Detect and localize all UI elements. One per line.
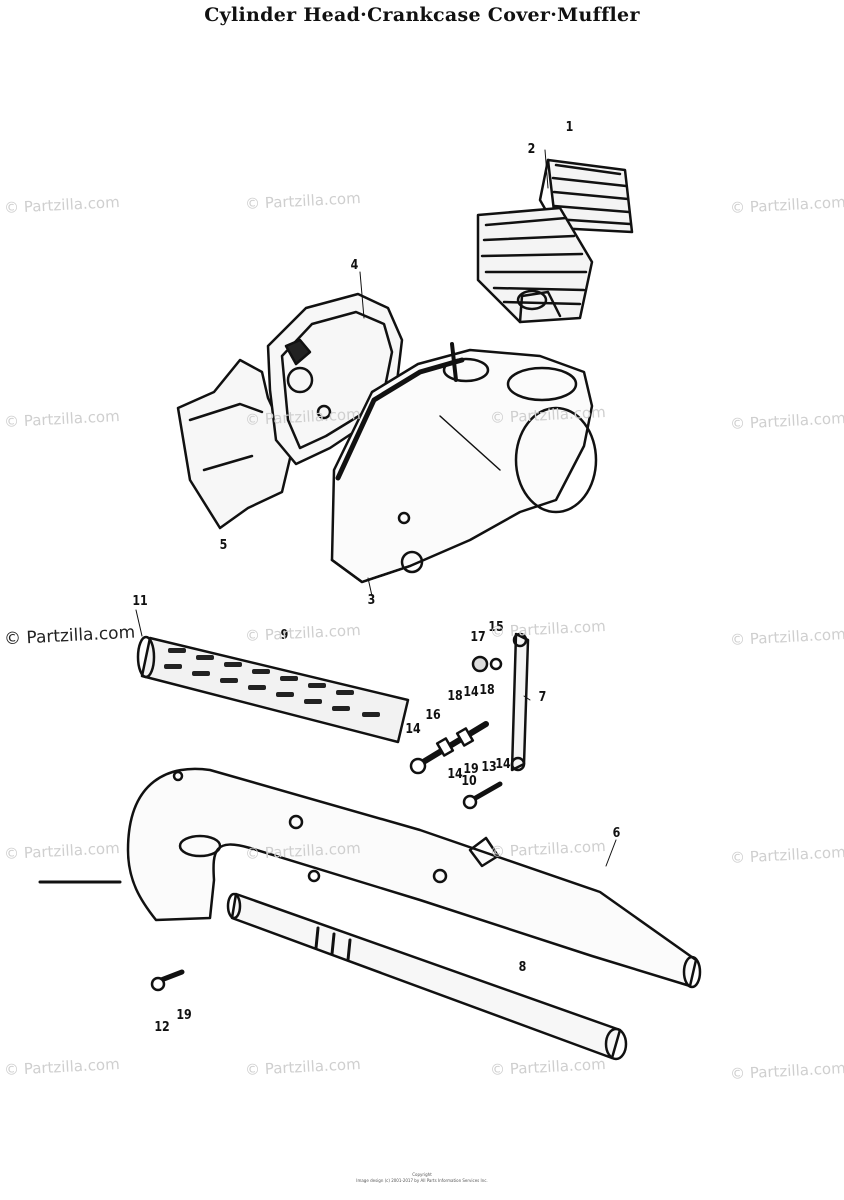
callout-15: 15 [488, 620, 504, 635]
callout-18a: 18 [447, 689, 463, 704]
callout-7: 7 [538, 690, 547, 705]
callout-1: 1 [565, 120, 574, 135]
callout-5: 5 [219, 538, 228, 553]
callout-6: 6 [612, 826, 621, 841]
part-tail-pipe [226, 892, 628, 1061]
callout-12: 12 [154, 1020, 170, 1035]
callout-4: 4 [350, 258, 359, 273]
callout-14a: 14 [463, 685, 479, 700]
callout-2: 2 [527, 142, 536, 157]
footer-credit: Image design (c) 2001-2017 by All Parts … [356, 1178, 488, 1183]
callout-11: 11 [132, 594, 148, 609]
callout-16: 16 [425, 708, 441, 723]
callout-19b: 19 [176, 1008, 192, 1023]
footer-copyright: Copyright [412, 1172, 432, 1177]
callout-14c: 14 [447, 767, 463, 782]
part-muffler-body [38, 767, 702, 989]
part-crankcase-cover [330, 342, 598, 584]
callout-9: 9 [280, 628, 289, 643]
part-muffler-bracket [510, 632, 530, 772]
callout-10: 10 [461, 774, 477, 789]
callout-14d: 14 [495, 757, 511, 772]
callout-leader-lines [135, 149, 617, 867]
callout-19a: 19 [463, 762, 479, 777]
diagram-title: Cylinder Head·Crankcase Cover·Muffler [204, 4, 640, 26]
part-muffler-protector [136, 635, 410, 744]
part-cylinder-head-front [476, 206, 594, 324]
callout-3: 3 [367, 593, 376, 608]
callout-8: 8 [518, 960, 527, 975]
callout-13: 13 [481, 760, 497, 775]
part-hardware-set [150, 655, 503, 992]
callout-14b: 14 [405, 722, 421, 737]
callout-17: 17 [470, 630, 486, 645]
callout-18b: 18 [479, 683, 495, 698]
part-cylinder-head-rear [538, 158, 634, 234]
